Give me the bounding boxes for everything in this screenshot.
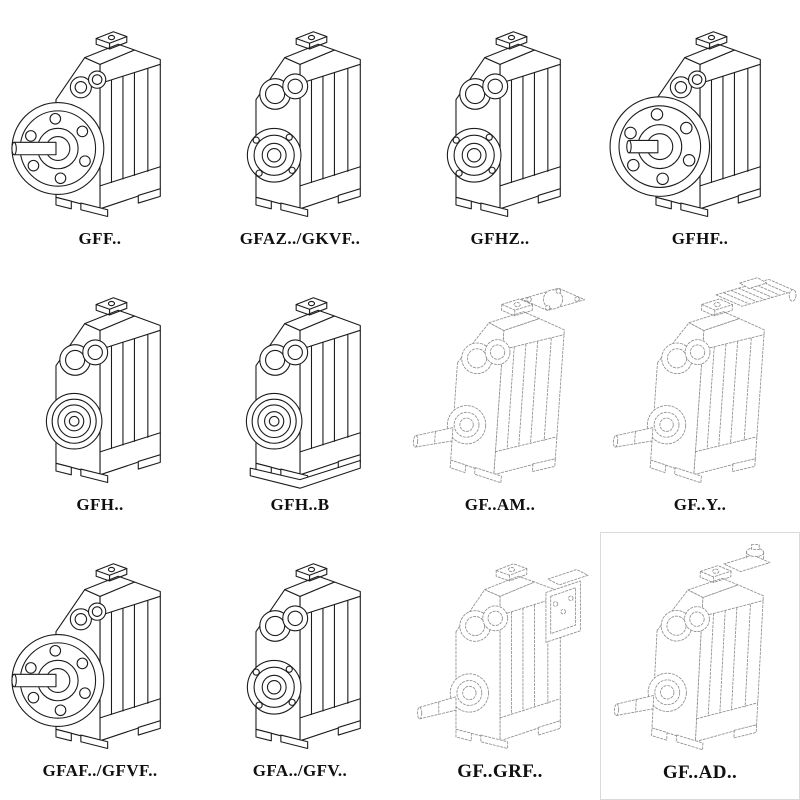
catalog-cell: GFH.. xyxy=(0,266,200,532)
catalog-cell: GF..AD.. xyxy=(600,532,800,800)
model-label: GFF.. xyxy=(78,229,122,248)
catalog-cell: GFAF../GFVF.. xyxy=(0,532,200,800)
gearbox-shaft-base-drawing xyxy=(201,271,399,493)
model-label: GFHF.. xyxy=(671,229,729,248)
catalog-cell: GF..GRF.. xyxy=(400,532,600,800)
catalog-cell: GFHZ.. xyxy=(400,0,600,266)
gearbox-flange-shaft-drawing xyxy=(1,5,199,227)
gearbox-hollow-bore-drawing xyxy=(401,5,599,227)
catalog-cell: GFAZ../GKVF.. xyxy=(200,0,400,266)
gearbox-with-motor-drawing xyxy=(601,271,799,493)
gearbox-grf-adapter-drawing xyxy=(401,537,599,759)
model-label: GFA../GFV.. xyxy=(252,761,348,780)
gearbox-ad-adapter-drawing xyxy=(601,538,799,760)
gearbox-hollow-bore-drawing xyxy=(201,5,399,227)
model-label: GFHZ.. xyxy=(470,229,530,248)
gearbox-shaft-drawing xyxy=(1,271,199,493)
catalog-cell: GFHF.. xyxy=(600,0,800,266)
gearbox-flange-shaft-drawing xyxy=(1,537,199,759)
model-label: GF..GRF.. xyxy=(457,761,543,782)
model-label: GF..Y.. xyxy=(673,495,727,514)
model-label: GF..AM.. xyxy=(464,495,536,514)
model-label: GFH.. xyxy=(76,495,124,514)
gearbox-hollow-bore-drawing xyxy=(201,537,399,759)
catalog-cell: GF..Y.. xyxy=(600,266,800,532)
catalog-cell: GFH..B xyxy=(200,266,400,532)
model-label: GFAZ../GKVF.. xyxy=(239,229,361,248)
catalog-cell: GFF.. xyxy=(0,0,200,266)
model-label: GFH..B xyxy=(270,495,330,514)
gearbox-flange-drawing xyxy=(601,5,799,227)
catalog-cell: GFA../GFV.. xyxy=(200,532,400,800)
gearbox-input-flange-adapter-drawing xyxy=(401,271,599,493)
model-label: GFAF../GFVF.. xyxy=(42,761,158,780)
catalog-cell: GF..AM.. xyxy=(400,266,600,532)
model-label: GF..AD.. xyxy=(662,762,738,783)
